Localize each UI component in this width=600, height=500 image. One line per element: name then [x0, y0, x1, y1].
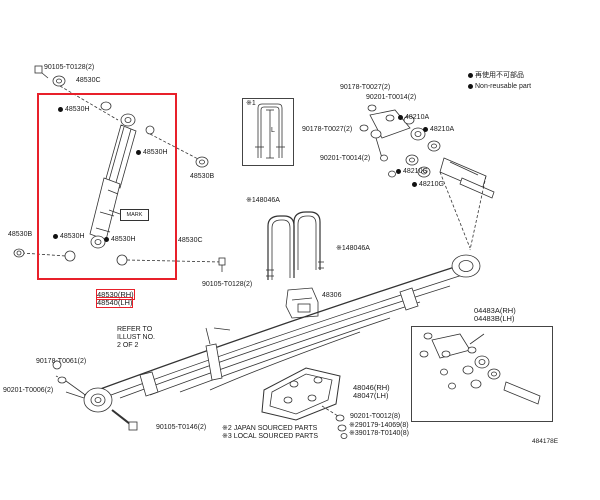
label-90105-T0146: 90105-T0146(2)	[156, 424, 207, 431]
part-number-highlight: 48540(LH)	[95, 297, 134, 308]
label-90178-T0027-a: 90178-T0027(2)	[340, 84, 391, 91]
ubolt-length-inset	[242, 98, 294, 166]
label-04483A-RH: 04483A(RH)	[474, 306, 516, 315]
label-04483B-LH: 04483B(LH)	[474, 314, 515, 323]
label-90201-T0014-b: 90201-T0014(2)	[320, 155, 371, 162]
label-90105-T0128-top: 90105-T0128(2)	[44, 64, 95, 71]
label-48530H-3: 48530H	[53, 233, 85, 241]
label-48306: 48306	[322, 292, 342, 299]
label-90178-T0027-b: 90178-T0027(2)	[302, 126, 353, 133]
label-48530B-right: 48530B	[190, 173, 215, 180]
refer-text-1: REFER TO	[117, 326, 153, 333]
legend-row-en: Non-reusable part	[468, 81, 531, 92]
refer-text-3: 2 OF 2	[117, 342, 139, 349]
non-reusable-dot-icon	[398, 114, 403, 120]
refer-text-2: ILLUST NO.	[117, 334, 155, 341]
label-90178-T0140: ※390178-T0140(8)	[349, 430, 409, 437]
label-48210A-2: 48210A	[423, 126, 454, 134]
note-japan-sourced: ※2 JAPAN SOURCED PARTS	[222, 425, 318, 432]
non-reusable-dot-icon	[58, 106, 63, 112]
bushing-kit-box	[411, 326, 553, 422]
label-48530H-1: 48530H	[58, 106, 90, 114]
non-reusable-dot-icon	[412, 181, 417, 187]
legend-row-jp: 再使用不可部品	[468, 70, 531, 81]
label-48047-LH: 48047(LH)	[353, 391, 389, 400]
label-90201-T0006: 90201-T0006(2)	[3, 387, 54, 394]
label-48530C-top: 48530C	[76, 77, 101, 84]
non-reusable-dot-icon	[396, 168, 401, 174]
label-48530-RH: 48530(RH)	[96, 289, 135, 300]
legend-jp: 再使用不可部品	[475, 72, 524, 79]
legend-en: Non-reusable part	[475, 83, 532, 90]
non-reusable-dot-icon	[468, 72, 473, 78]
bolt-icon	[34, 65, 43, 74]
legend: 再使用不可部品 Non-reusable part	[468, 70, 531, 92]
non-reusable-dot-icon	[468, 83, 473, 89]
label-48210A-1: 48210A	[398, 114, 429, 122]
label-90105-T0128-bottom: 90105-T0128(2)	[202, 281, 253, 288]
label-90178-T0061: 90178-T0061(2)	[36, 358, 87, 365]
shock-absorber-highlight-box	[37, 93, 177, 280]
non-reusable-dot-icon	[423, 126, 428, 132]
note-local-sourced: ※3 LOCAL SOURCED PARTS	[222, 433, 318, 440]
mark-label: MARK	[120, 209, 149, 221]
non-reusable-dot-icon	[53, 233, 58, 239]
label-48210G-2: 48210G	[412, 181, 444, 189]
non-reusable-dot-icon	[136, 149, 141, 155]
figure-id: 484178E	[532, 438, 559, 445]
part-number-highlight: 48530(RH)	[96, 289, 135, 300]
label-90201-T0012: 90201-T0012(8)	[350, 413, 401, 420]
label-48046-RH: 48046(RH)	[353, 383, 390, 392]
label-48530H-2: 48530H	[136, 149, 168, 157]
inset-marker: ※1	[246, 100, 256, 107]
label-48046A-1: ※148046A	[246, 197, 280, 204]
label-48530B-left: 48530B	[8, 231, 33, 238]
label-90201-T0014-a: 90201-T0014(2)	[366, 94, 417, 101]
label-48540-LH: 48540(LH)	[95, 297, 134, 308]
label-90179-14069: ※290179-14069(8)	[349, 422, 409, 429]
label-48530C-bottom: 48530C	[178, 237, 203, 244]
inset-dimension-label: L	[271, 127, 275, 134]
label-48210G-1: 48210G	[396, 168, 428, 176]
label-48530H-4: 48530H	[104, 236, 136, 244]
non-reusable-dot-icon	[104, 236, 109, 242]
label-48046A-2: ※148046A	[336, 245, 370, 252]
